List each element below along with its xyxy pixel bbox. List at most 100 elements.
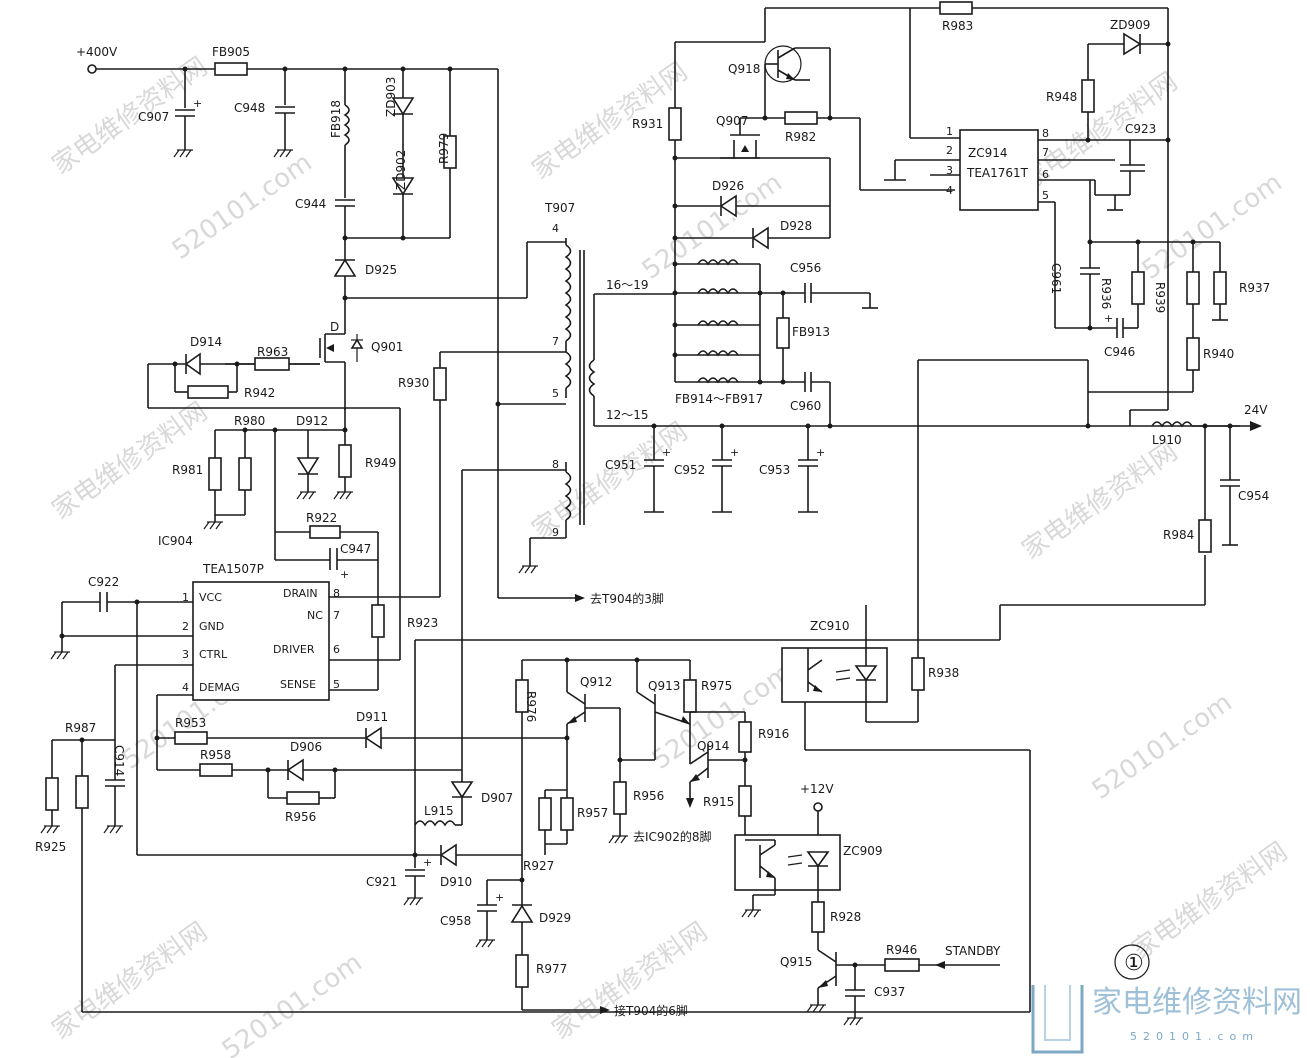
watermark-text: 家电维修资料网 (47, 397, 213, 526)
svg-text:5: 5 (1042, 189, 1049, 202)
svg-text:4: 4 (946, 184, 953, 197)
supply-input-label: +400V (76, 45, 118, 59)
r942-label: R942 (244, 386, 275, 400)
zc910-label: ZC910 (810, 619, 850, 633)
c921-label: C921 (366, 875, 397, 889)
q901-switch: D Q901 D914 R963 R942 R980 (147, 320, 438, 690)
r937-label: R937 (1239, 281, 1270, 295)
d929-label: D929 (539, 911, 571, 925)
d925-label: D925 (365, 263, 397, 277)
zc914-part-label: TEA1761T (966, 166, 1029, 180)
output-24v: 24V L910 R984 C954 (1151, 403, 1269, 553)
standby-control: R976 Q912 R957 R927 Q913 (440, 657, 789, 1018)
r916-label: R916 (758, 727, 789, 741)
svg-text:+: + (193, 97, 202, 110)
r939-label: R939 (1153, 282, 1167, 313)
q913-label: Q913 (648, 679, 680, 693)
svg-text:8: 8 (552, 458, 559, 471)
input-section: +400V FB905 + C907 C948 FB918 (76, 45, 566, 322)
svg-text:1: 1 (946, 125, 953, 138)
figure-number-circle (1114, 944, 1150, 980)
r981-label: R981 (172, 463, 203, 477)
svg-text:DEMAG: DEMAG (199, 681, 240, 694)
d928-label: D928 (780, 219, 812, 233)
c937-label: C937 (874, 985, 905, 999)
drain-d-label: D (330, 320, 339, 334)
watermark-text: 家电维修资料网 (547, 917, 713, 1046)
secondary-bottom-label: 12～15 (606, 408, 649, 422)
q907-label: Q907 (716, 114, 748, 128)
svg-text:+: + (423, 856, 432, 869)
c944-label: C944 (295, 197, 326, 211)
r984-label: R984 (1163, 528, 1194, 542)
svg-text:4: 4 (552, 222, 559, 235)
c961-label: C961 (1049, 263, 1063, 294)
r983-label: R983 (942, 19, 973, 33)
svg-text:3: 3 (182, 648, 189, 661)
r930-label: R930 (398, 376, 429, 390)
zd903-label: ZD903 (384, 77, 398, 117)
ic904-ref-label: IC904 (158, 534, 193, 548)
watermarks: 家电维修资料网 520101.com 家电维修资料网 520101.com 家电… (47, 52, 1293, 1058)
zc914-controller: ZC914 TEA1761T 1 2 3 4 8 7 6 5 C923 (884, 8, 1171, 426)
svg-text:+: + (730, 446, 739, 459)
d912-label: D912 (296, 414, 328, 428)
watermark-text: 家电维修资料网 (47, 917, 213, 1046)
svg-text:+: + (1104, 312, 1113, 325)
c946-label: C946 (1104, 345, 1135, 359)
d906-label: D906 (290, 740, 322, 754)
zd902-label: ZD902 (394, 150, 408, 190)
svg-text:NC: NC (307, 609, 323, 622)
r958-label: R958 (200, 748, 231, 762)
svg-text:DRAIN: DRAIN (283, 587, 318, 600)
r956b-label: R956 (633, 789, 664, 803)
svg-text:2: 2 (946, 144, 953, 157)
fb913-label: FB913 (792, 325, 830, 339)
c960-label: C960 (790, 399, 821, 413)
d907-label: D907 (481, 791, 513, 805)
svg-text:8: 8 (1042, 127, 1049, 140)
site-logo-text: 家电维修资料网 (1092, 985, 1302, 1020)
svg-text:7: 7 (1042, 146, 1049, 159)
d914-label: D914 (190, 335, 222, 349)
watermark-text: 520101.com (1087, 688, 1238, 806)
watermark-text: 家电维修资料网 (1127, 837, 1293, 966)
ic904-controller: TEA1507P 1 VCC 2 GND 3 CTRL 4 DEMAG 8 DR… (50, 400, 441, 855)
c954-label: C954 (1238, 489, 1269, 503)
svg-text:5: 5 (552, 387, 559, 400)
svg-text:+: + (816, 446, 825, 459)
c914-label: C914 (112, 745, 126, 776)
zc909-label: ZC909 (843, 844, 883, 858)
q915-label: Q915 (780, 955, 812, 969)
t907-transformer: T907 4 7 5 8 9 R930 去T904的3脚 (398, 69, 1240, 606)
svg-text:DRIVER: DRIVER (273, 643, 315, 656)
plus-12v-terminal (813, 802, 823, 812)
svg-text:+: + (662, 446, 671, 459)
figure-number: ① (1124, 951, 1144, 976)
r931-label: R931 (632, 117, 663, 131)
c922-label: C922 (88, 575, 119, 589)
q918-label: Q918 (728, 62, 760, 76)
svg-text:GND: GND (199, 620, 224, 633)
input-terminal (87, 64, 97, 74)
svg-text:8: 8 (333, 587, 340, 600)
fb918-label: FB918 (329, 100, 343, 138)
c951-label: C951 (605, 458, 636, 472)
svg-text:7: 7 (552, 335, 559, 348)
site-logo-url: 520101.com (1130, 1030, 1259, 1043)
r982-label: R982 (785, 130, 816, 144)
c956-label: C956 (790, 261, 821, 275)
svg-text:+: + (340, 568, 349, 581)
r963-label: R963 (257, 345, 288, 359)
d926-label: D926 (712, 179, 744, 193)
q912-label: Q912 (580, 675, 612, 689)
site-logo: 家电维修资料网 520101.com (1031, 985, 1302, 1054)
sync-rectifier: R983 Q918 R931 Q907 R982 (632, 1, 1168, 429)
r979-label: R979 (437, 133, 451, 164)
svg-text:4: 4 (182, 681, 189, 694)
watermark-text: 家电维修资料网 (1017, 437, 1183, 566)
note-to-ic902-pin8: 去IC902的8脚 (633, 829, 711, 844)
standby-input-label: STANDBY (945, 944, 1001, 958)
c947-label: C947 (340, 542, 371, 556)
